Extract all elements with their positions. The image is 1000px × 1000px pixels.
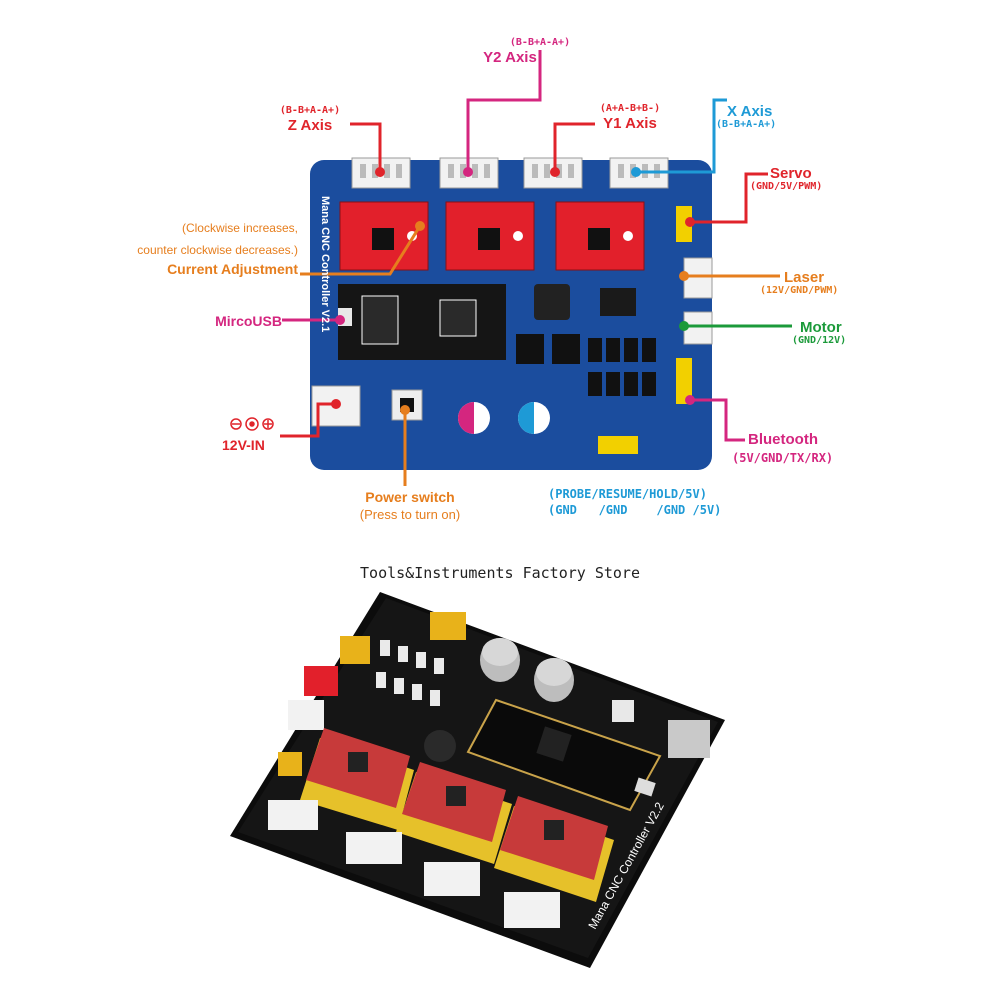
y2-axis-label: Y2 Axis: [483, 49, 537, 66]
motor-pins: (GND/12V): [792, 335, 847, 346]
stepper-driver-2: [445, 201, 535, 271]
photo-white-connector: [288, 700, 324, 730]
servo-pins: (GND/5V/PWM): [750, 181, 823, 192]
x-axis-label: X Axis: [727, 103, 773, 120]
laser-label: Laser: [784, 269, 825, 286]
y1-axis-label: Y1 Axis: [603, 115, 657, 132]
controller-board-photo: [230, 592, 725, 968]
photo-capacitors: [480, 638, 574, 702]
photo-switch: [612, 700, 634, 722]
stepper-driver-3: [555, 201, 645, 271]
photo-bottom-connector-2: [346, 832, 402, 864]
chip-a: [516, 334, 544, 364]
inductor: [534, 284, 570, 320]
photo-left-header: [340, 636, 370, 664]
photo-bottom-connector-4: [504, 892, 560, 928]
photo-arduino: [466, 698, 662, 812]
bluetooth-header: [676, 358, 692, 404]
leader-lines: [280, 50, 792, 486]
photo-red-connector: [304, 666, 338, 696]
resistor-array: [588, 338, 656, 396]
laser-pins: (12V/GND/PWM): [760, 285, 839, 296]
photo-bottom-connector-1: [268, 800, 318, 830]
x-axis-pins: (B-B+A-A+): [716, 119, 777, 130]
probe-header: [598, 436, 638, 454]
photo-smd-parts: [376, 640, 444, 706]
chip-b: [552, 334, 580, 364]
current-adjustment-label: Current Adjustment: [167, 261, 298, 277]
usb-label: MircoUSB: [215, 313, 282, 329]
power-switch-note: (Press to turn on): [359, 507, 461, 522]
board-silkscreen-text: Mana CNC Controller V2.1: [319, 196, 331, 332]
leader-dots: [331, 167, 695, 415]
photo-small-header: [278, 752, 302, 776]
bluetooth-label: Bluetooth: [748, 431, 818, 448]
store-caption: Tools&Instruments Factory Store: [360, 564, 640, 582]
photo-driver-1: [300, 728, 414, 830]
current-note-1: (Clockwise increases,: [181, 221, 298, 235]
power-switch-label: Power switch: [365, 489, 455, 505]
capacitor-1: [458, 402, 490, 434]
y1-axis-pins: (A+A-B+B-): [599, 103, 661, 114]
servo-label: Servo: [770, 165, 812, 182]
photo-driver-3: [494, 796, 614, 902]
motor-label: Motor: [800, 319, 842, 336]
probe-pins-bottom: (GND /GND /GND /5V): [548, 503, 722, 517]
photo-bottom-connector-3: [424, 862, 480, 896]
controller-board-illustration: [310, 157, 713, 470]
servo-header: [676, 206, 692, 242]
z-axis-pins: (B-B+A-A+): [279, 105, 341, 116]
photo-yellow-header: [430, 612, 466, 640]
polarity-symbol: [230, 417, 274, 431]
capacitor-2: [518, 402, 550, 434]
photo-inductor: [424, 730, 456, 762]
bluetooth-pins: (5V/GND/TX/RX): [732, 451, 834, 465]
y2-axis-pins: (B-B+A-A+): [509, 37, 571, 48]
regulator: [600, 288, 636, 316]
arduino-nano: [338, 284, 506, 360]
current-note-2: counter clockwise decreases.): [137, 243, 298, 257]
laser-connector: [683, 257, 713, 299]
motor-connector: [683, 311, 713, 345]
photo-driver-2: [396, 762, 512, 864]
probe-pins-top: (PROBE/RESUME/HOLD/5V): [548, 487, 707, 501]
z-axis-label: Z Axis: [287, 117, 333, 134]
power-in-label: 12V-IN: [222, 437, 265, 453]
photo-dc-jack: [668, 720, 710, 758]
